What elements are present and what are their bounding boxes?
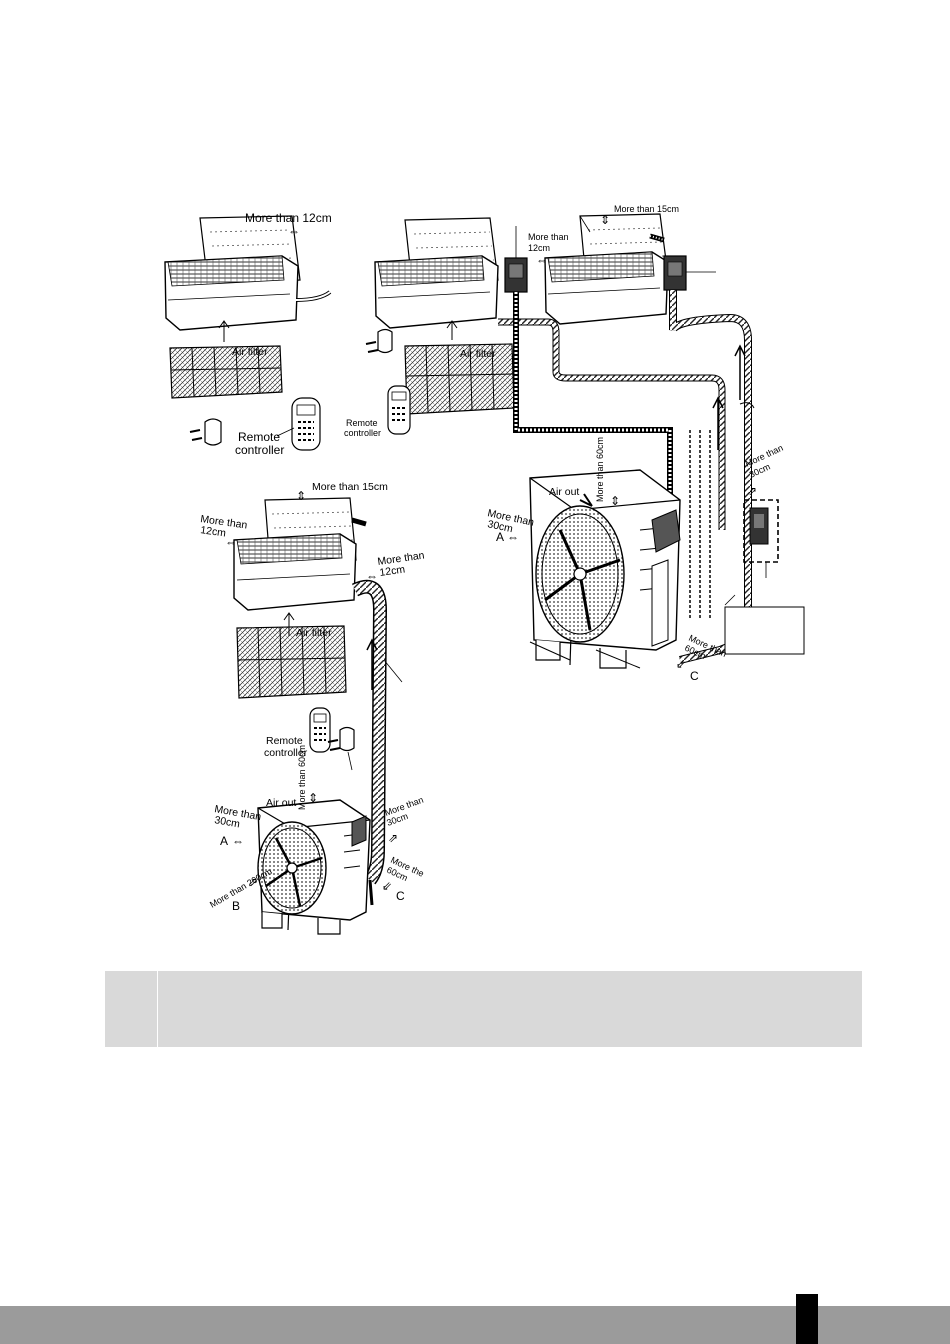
label-tl-remote1: Remote [238,430,280,444]
arrow-bl-more12: ⇔ [225,535,237,549]
arrow-od-right30: ⇗ [747,484,757,498]
remote-controller-top-left [291,397,321,451]
label-bl-airfilter: Air filter [296,627,332,639]
arrow-bo-more60: ⇕ [308,791,318,805]
arrow-od-A: ⇔ [507,530,519,544]
note-band [105,971,862,1047]
label-bl-remote1: Remote [266,735,303,747]
label-tm-airfilter: Air filter [460,348,496,360]
label-tl-airfilter: Air filter [232,346,268,358]
indoor-unit-top-left [164,215,332,331]
label-od-airout: Air out [549,486,579,498]
indoor-unit-bottom-left [233,497,367,611]
label-tl-more12: More than 12cm [245,211,332,225]
indoor-unit-top-right [544,213,669,325]
label-tm-more12b: 12cm [528,243,550,253]
remote-controller-bottom-left [309,707,331,753]
label-bo-more30b: 30cm [213,814,241,830]
label-bl-remote2: controller [264,747,308,759]
air-filter-top-middle [404,320,515,415]
arrow-tr-more15: ⇕ [600,213,610,227]
note-band-divider [157,971,158,1047]
label-od-more30b: 30cm [486,518,514,535]
remote-holder-bottom-left [327,726,355,752]
wire-box-right [663,255,716,291]
arrow-bl-more15: ⇕ [296,489,306,503]
label-bo-A: A [220,834,228,848]
installation-diagram: More than 12cm ⇔ Air filter Remote contr… [164,204,805,935]
label-tm-remote2: controller [344,428,381,438]
air-filter-bottom-left [236,612,347,699]
label-bo-airout: Air out [266,797,296,809]
arrow-bl-right12: ⇔ [366,569,378,583]
label-bo-B: B [232,899,240,913]
label-bo-more60: More than 60cm [297,745,307,810]
label-tm-more12a: More than [528,232,569,242]
arrow-tl-more12: ⇔ [288,224,300,238]
leader-blank-box [724,594,736,606]
leader-bl-pipe [383,659,403,683]
outdoor-unit-top [529,469,681,669]
label-od-more60: More than 60cm [595,437,605,502]
arrow-tm-more12: ⇔ [536,253,548,267]
leader-bl-holder [347,751,353,771]
label-tr-more15: More than 15cm [614,204,679,214]
arrow-od-more60: ⇕ [610,494,620,508]
arrow-bo-right30: ⇗ [388,831,398,845]
leader-tl-remote [276,427,295,437]
outdoor-unit-bottom [257,799,371,935]
page-number-block [796,1294,818,1344]
wire-box-middle [504,226,528,293]
remote-controller-top-middle [387,385,411,435]
indoor-unit-top-middle [374,217,499,329]
label-bl-more15: More than 15cm [312,481,388,493]
arrow-bo-200: ⇗ [248,875,258,889]
remote-holder-top-middle [365,328,393,354]
blank-label-box [724,606,805,655]
label-bl-more12b: 12cm [200,524,227,539]
air-filter-top-left [169,320,283,399]
arrow-bo-A: ⇔ [232,834,244,848]
leader-tr-plate [579,215,591,233]
wire-box-dashed [743,499,779,578]
arrow-bo-right60: ⇙ [382,879,392,893]
label-bl-right12b: 12cm [379,563,406,578]
label-tl-remote2: controller [235,443,284,457]
label-od-A: A [496,530,504,544]
label-bo-C: C [396,889,405,903]
label-od-C: C [690,669,699,683]
label-tm-remote1: Remote [346,418,378,428]
footer-bar [0,1306,950,1344]
remote-holder-top-left [189,418,222,446]
arrow-od-right60: ⇙ [676,657,686,671]
